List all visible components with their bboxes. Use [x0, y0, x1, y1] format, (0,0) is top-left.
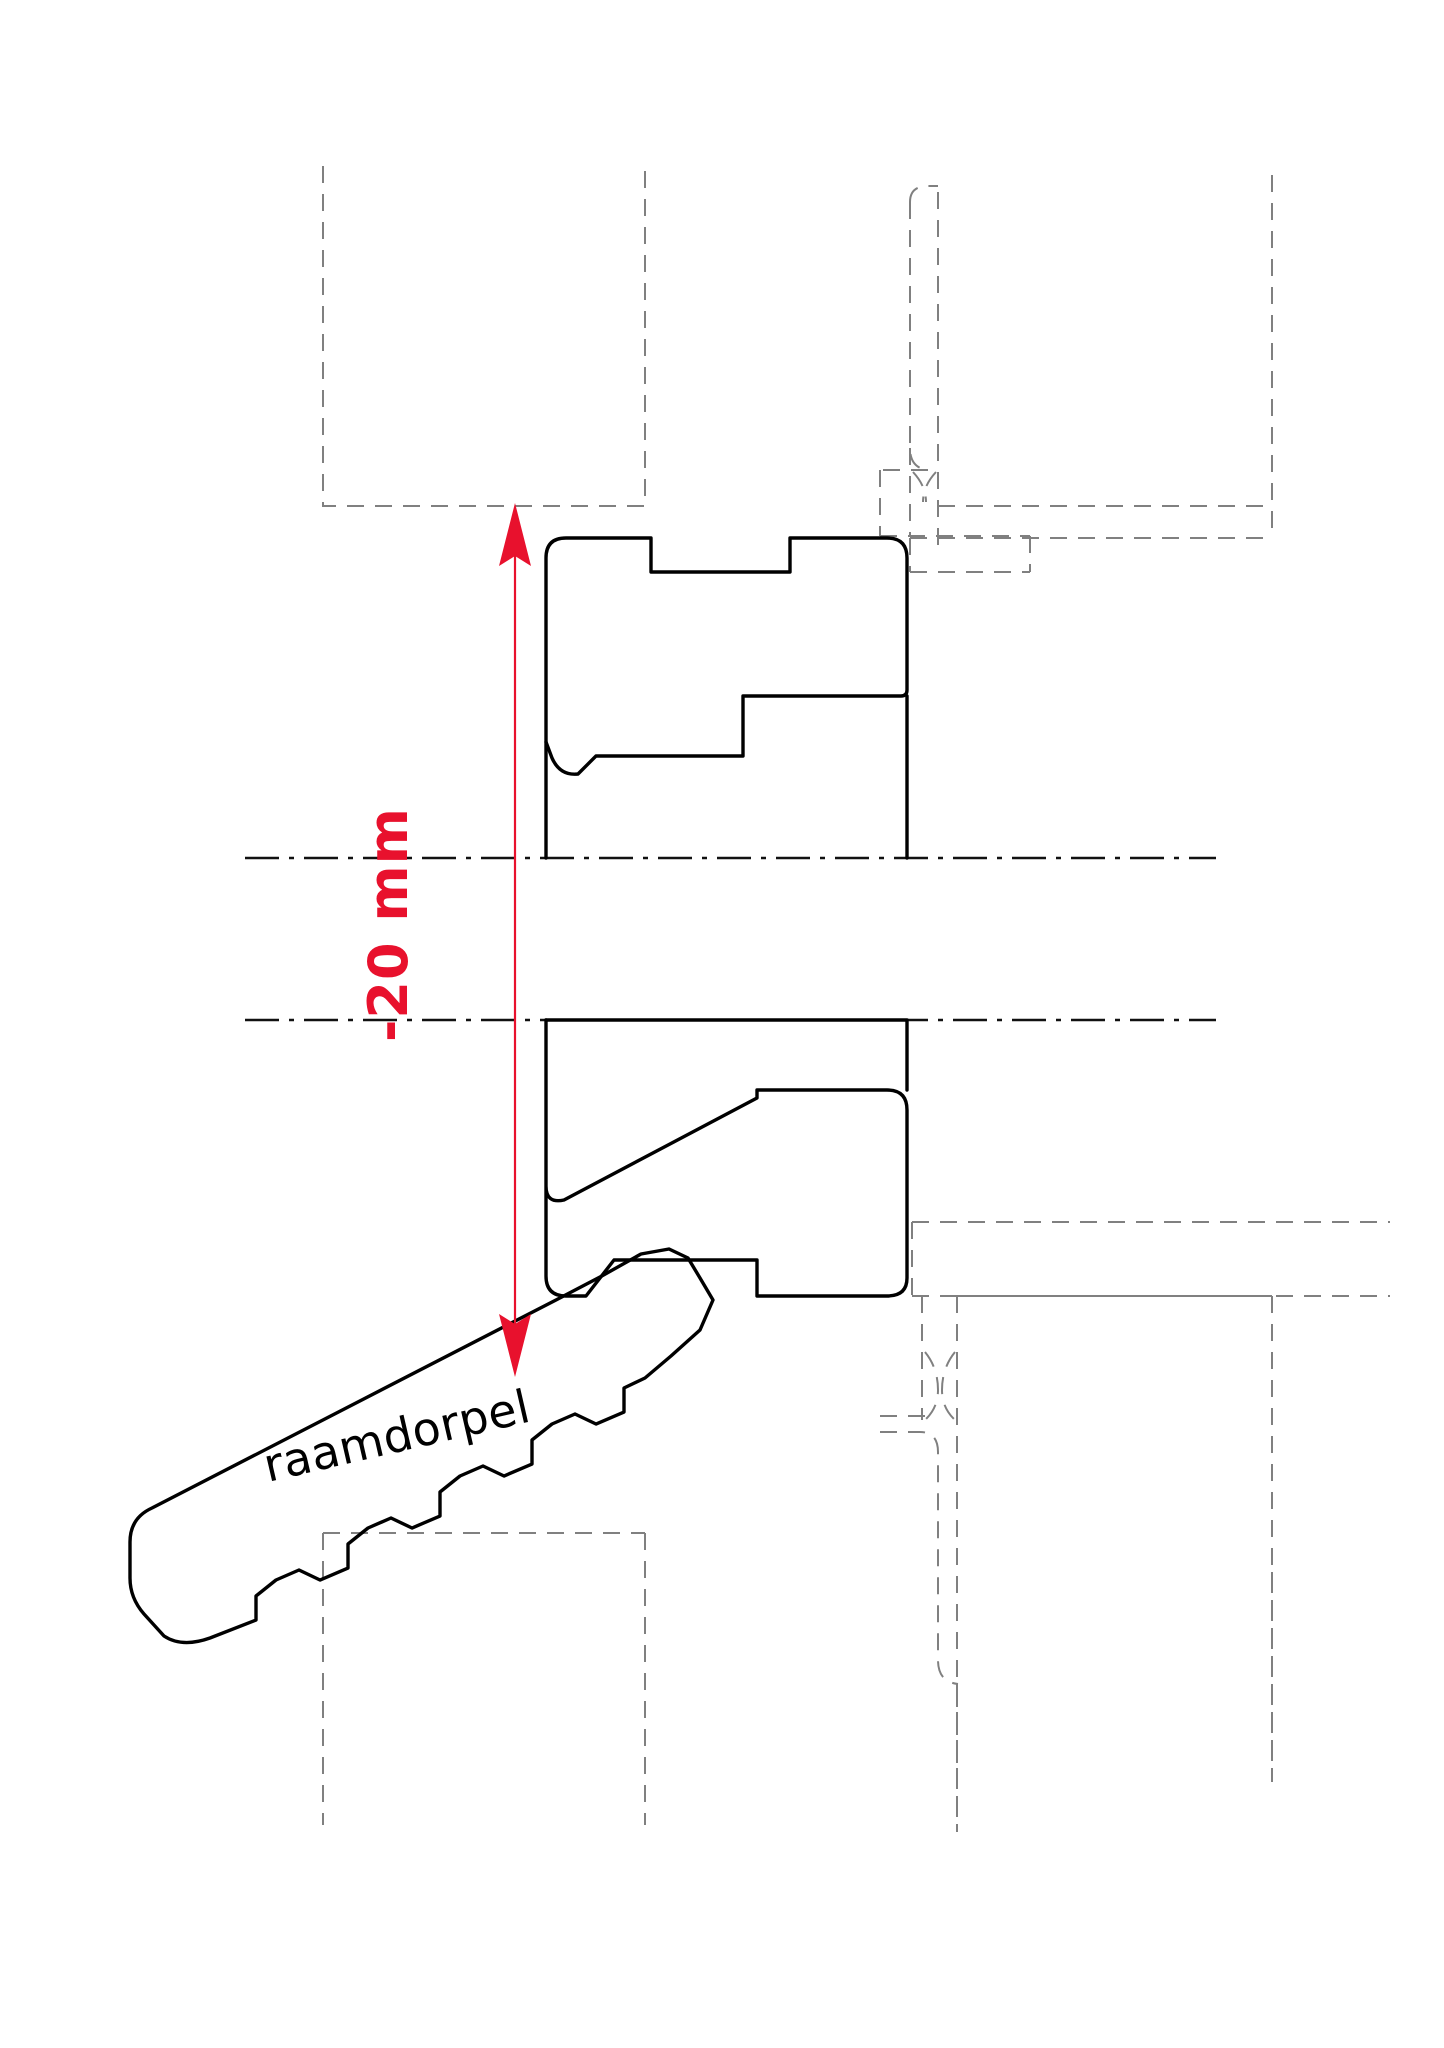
- dimension-arrow-down-icon: [499, 1314, 531, 1377]
- dimension-value-label: -20 mm: [357, 807, 420, 1042]
- raamdorpel-sill-profile: [128, 1247, 715, 1645]
- hidden-construction-layer: [322, 166, 1390, 1832]
- upper-right-rounded-jamb: [909, 185, 938, 471]
- lower-right-hinge-curve: [924, 1351, 956, 1421]
- dimension-arrow-up-icon: [499, 503, 531, 566]
- raamdorpel-label: raamdorpel: [258, 1379, 535, 1493]
- lower-frame-top-edge: [544, 1018, 909, 1092]
- dimension-annotation-layer: -20 mm: [357, 503, 531, 1377]
- lower-right-rounded-return: [880, 1431, 959, 1685]
- part-label-layer: raamdorpel: [258, 1379, 535, 1493]
- upper-right-sill-band-top: [880, 469, 1272, 507]
- solid-profile-layer: [128, 536, 909, 1645]
- upper-left-wall-block: [322, 166, 646, 507]
- lower-frame-profile: [544, 1018, 909, 1298]
- right-horizontal-band: [911, 1221, 1390, 1297]
- lower-left-wall-block: [322, 1532, 646, 1825]
- upper-frame-profile: [544, 536, 909, 776]
- upper-right-hinge-curve: [912, 471, 937, 503]
- upper-right-lower-stub: [909, 536, 1031, 573]
- upper-right-hinge-pocket: [879, 448, 1030, 537]
